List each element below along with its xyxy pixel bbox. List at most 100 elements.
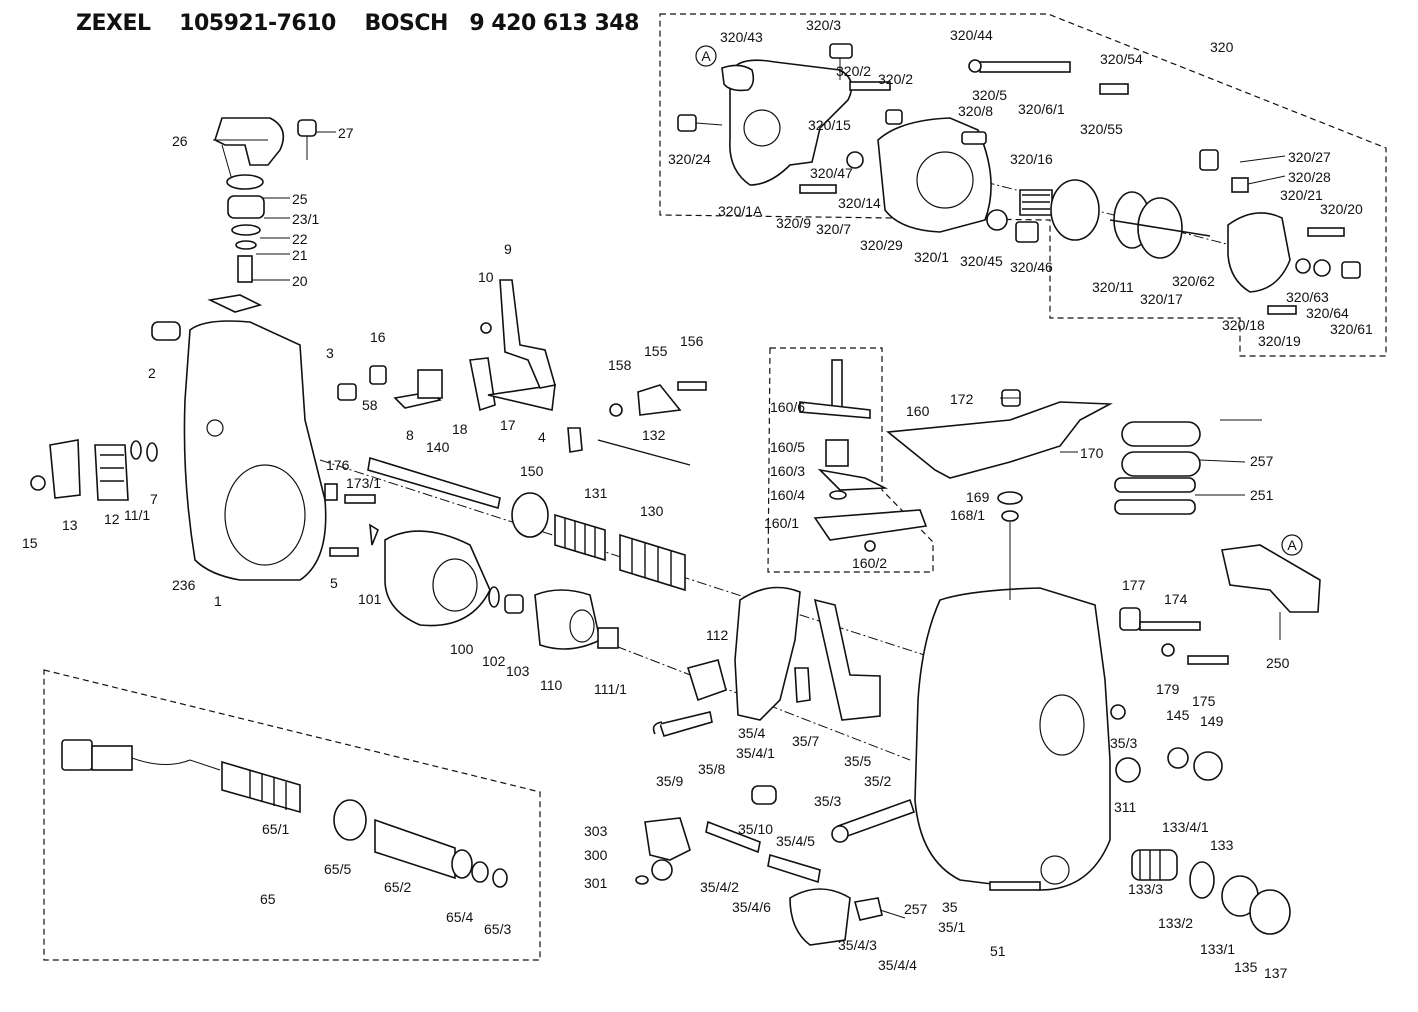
label-35: 35 [942, 899, 958, 915]
label-1: 1 [214, 593, 222, 609]
label-13: 13 [62, 517, 78, 533]
label-303: 303 [584, 823, 608, 839]
part-301 [635, 875, 649, 885]
shaft-and-springs [30, 439, 686, 592]
part-131-spring [554, 513, 606, 562]
part-8-body [417, 369, 443, 399]
part-35-3-plug [831, 825, 849, 843]
part-1-bore [224, 464, 306, 566]
label-23-1: 23/1 [292, 211, 319, 227]
diagram-header: ZEXEL 105921-7610 BOSCH 9 420 613 348 [76, 6, 639, 40]
callout-a-right-label: A [1287, 537, 1297, 553]
part-4 [567, 427, 583, 453]
label-320-11: 320/11 [1092, 279, 1134, 295]
label-5: 5 [330, 575, 338, 591]
label-320-5: 320/5 [972, 87, 1007, 103]
part-35-4-6 [789, 888, 851, 946]
label-140: 140 [426, 439, 450, 455]
label-179: 179 [1156, 681, 1180, 697]
label-320-44: 320/44 [950, 27, 993, 43]
label-320-29: 320/29 [860, 237, 903, 253]
part-158 [609, 403, 623, 417]
part-320-55 [1099, 83, 1129, 95]
label-133-4-1: 133/4/1 [1162, 819, 1209, 835]
leader-320-27 [1239, 155, 1286, 163]
label-320-54: 320/54 [1100, 51, 1143, 67]
group-160-parts [799, 359, 928, 552]
label-311: 311 [1114, 799, 1137, 815]
part-51 [989, 881, 1041, 891]
part-7 [146, 442, 158, 462]
part-35-9-clip [652, 721, 663, 735]
part-251-spring-b [1114, 499, 1196, 515]
part-26-bracket [214, 117, 285, 166]
part-15 [30, 475, 46, 491]
label-9: 9 [504, 241, 512, 257]
part-176 [324, 483, 338, 501]
label-102: 102 [482, 653, 506, 669]
part-111-1 [597, 627, 619, 649]
part-145 [1167, 747, 1189, 769]
part-320-19 [1267, 305, 1297, 315]
part-2-plug [151, 321, 181, 341]
label-8: 8 [406, 427, 414, 443]
part-17-lever [487, 384, 556, 411]
label-174: 174 [1164, 591, 1188, 607]
leader-lines [213, 131, 1286, 640]
part-labels: 320/43 320/3 320/2 320/2 320/44 320/5 32… [22, 17, 1373, 981]
part-13-plate [49, 439, 81, 499]
part-10 [480, 322, 492, 334]
leader-257b [1199, 459, 1246, 463]
part-131-coils [564, 518, 596, 557]
label-35-5: 35/5 [844, 753, 871, 769]
part-21 [235, 240, 257, 250]
label-320-1a: 320/1A [718, 203, 763, 219]
part-320-64 [1313, 259, 1331, 277]
part-179 [1161, 643, 1175, 657]
part-175 [1187, 655, 1229, 665]
label-35-7: 35/7 [792, 733, 819, 749]
label-35-1: 35/1 [938, 919, 965, 935]
part-35-3-washer [1110, 704, 1126, 720]
label-35-4-1: 35/4/1 [736, 745, 775, 761]
label-156: 156 [680, 333, 704, 349]
label-158: 158 [608, 357, 632, 373]
label-320: 320 [1210, 39, 1234, 55]
part-35-4-2 [705, 820, 761, 854]
part-lever-plate [207, 294, 263, 313]
label-301: 301 [584, 875, 608, 891]
label-111-1: 111/1 [594, 681, 627, 697]
part-320-6-1 [979, 61, 1071, 73]
part-11-1 [130, 440, 142, 460]
label-133: 133 [1210, 837, 1234, 853]
part-160-5 [825, 439, 849, 467]
part-12-coils [100, 454, 124, 482]
label-320-2b: 320/2 [878, 71, 913, 87]
label-320-7: 320/7 [816, 221, 851, 237]
part-17-arm [469, 357, 496, 412]
label-15: 15 [22, 535, 38, 551]
label-112: 112 [706, 627, 729, 643]
part-9-lever [499, 279, 557, 389]
group-box-320 [659, 13, 1387, 357]
part-173-1 [344, 494, 376, 504]
part-303-body [644, 817, 691, 861]
label-177: 177 [1122, 577, 1146, 593]
part-320-21-cover [1227, 212, 1291, 293]
label-250: 250 [1266, 655, 1290, 671]
label-173-1: 173/1 [346, 475, 381, 491]
label-149: 149 [1200, 713, 1224, 729]
group-box-65 [43, 669, 541, 961]
zexel-part-number: 105921-7610 [179, 10, 336, 36]
label-320-2a: 320/2 [836, 63, 871, 79]
label-35-4-4: 35/4/4 [878, 957, 917, 973]
callouts: A A [695, 45, 1303, 556]
part-320-2-screw [849, 81, 891, 91]
leader-320-28 [1247, 175, 1286, 185]
part-320-3 [829, 43, 853, 59]
callout-a-right [1281, 534, 1303, 556]
label-18: 18 [452, 421, 468, 437]
part-130-coils [631, 538, 672, 586]
pump-body-left [151, 279, 707, 581]
